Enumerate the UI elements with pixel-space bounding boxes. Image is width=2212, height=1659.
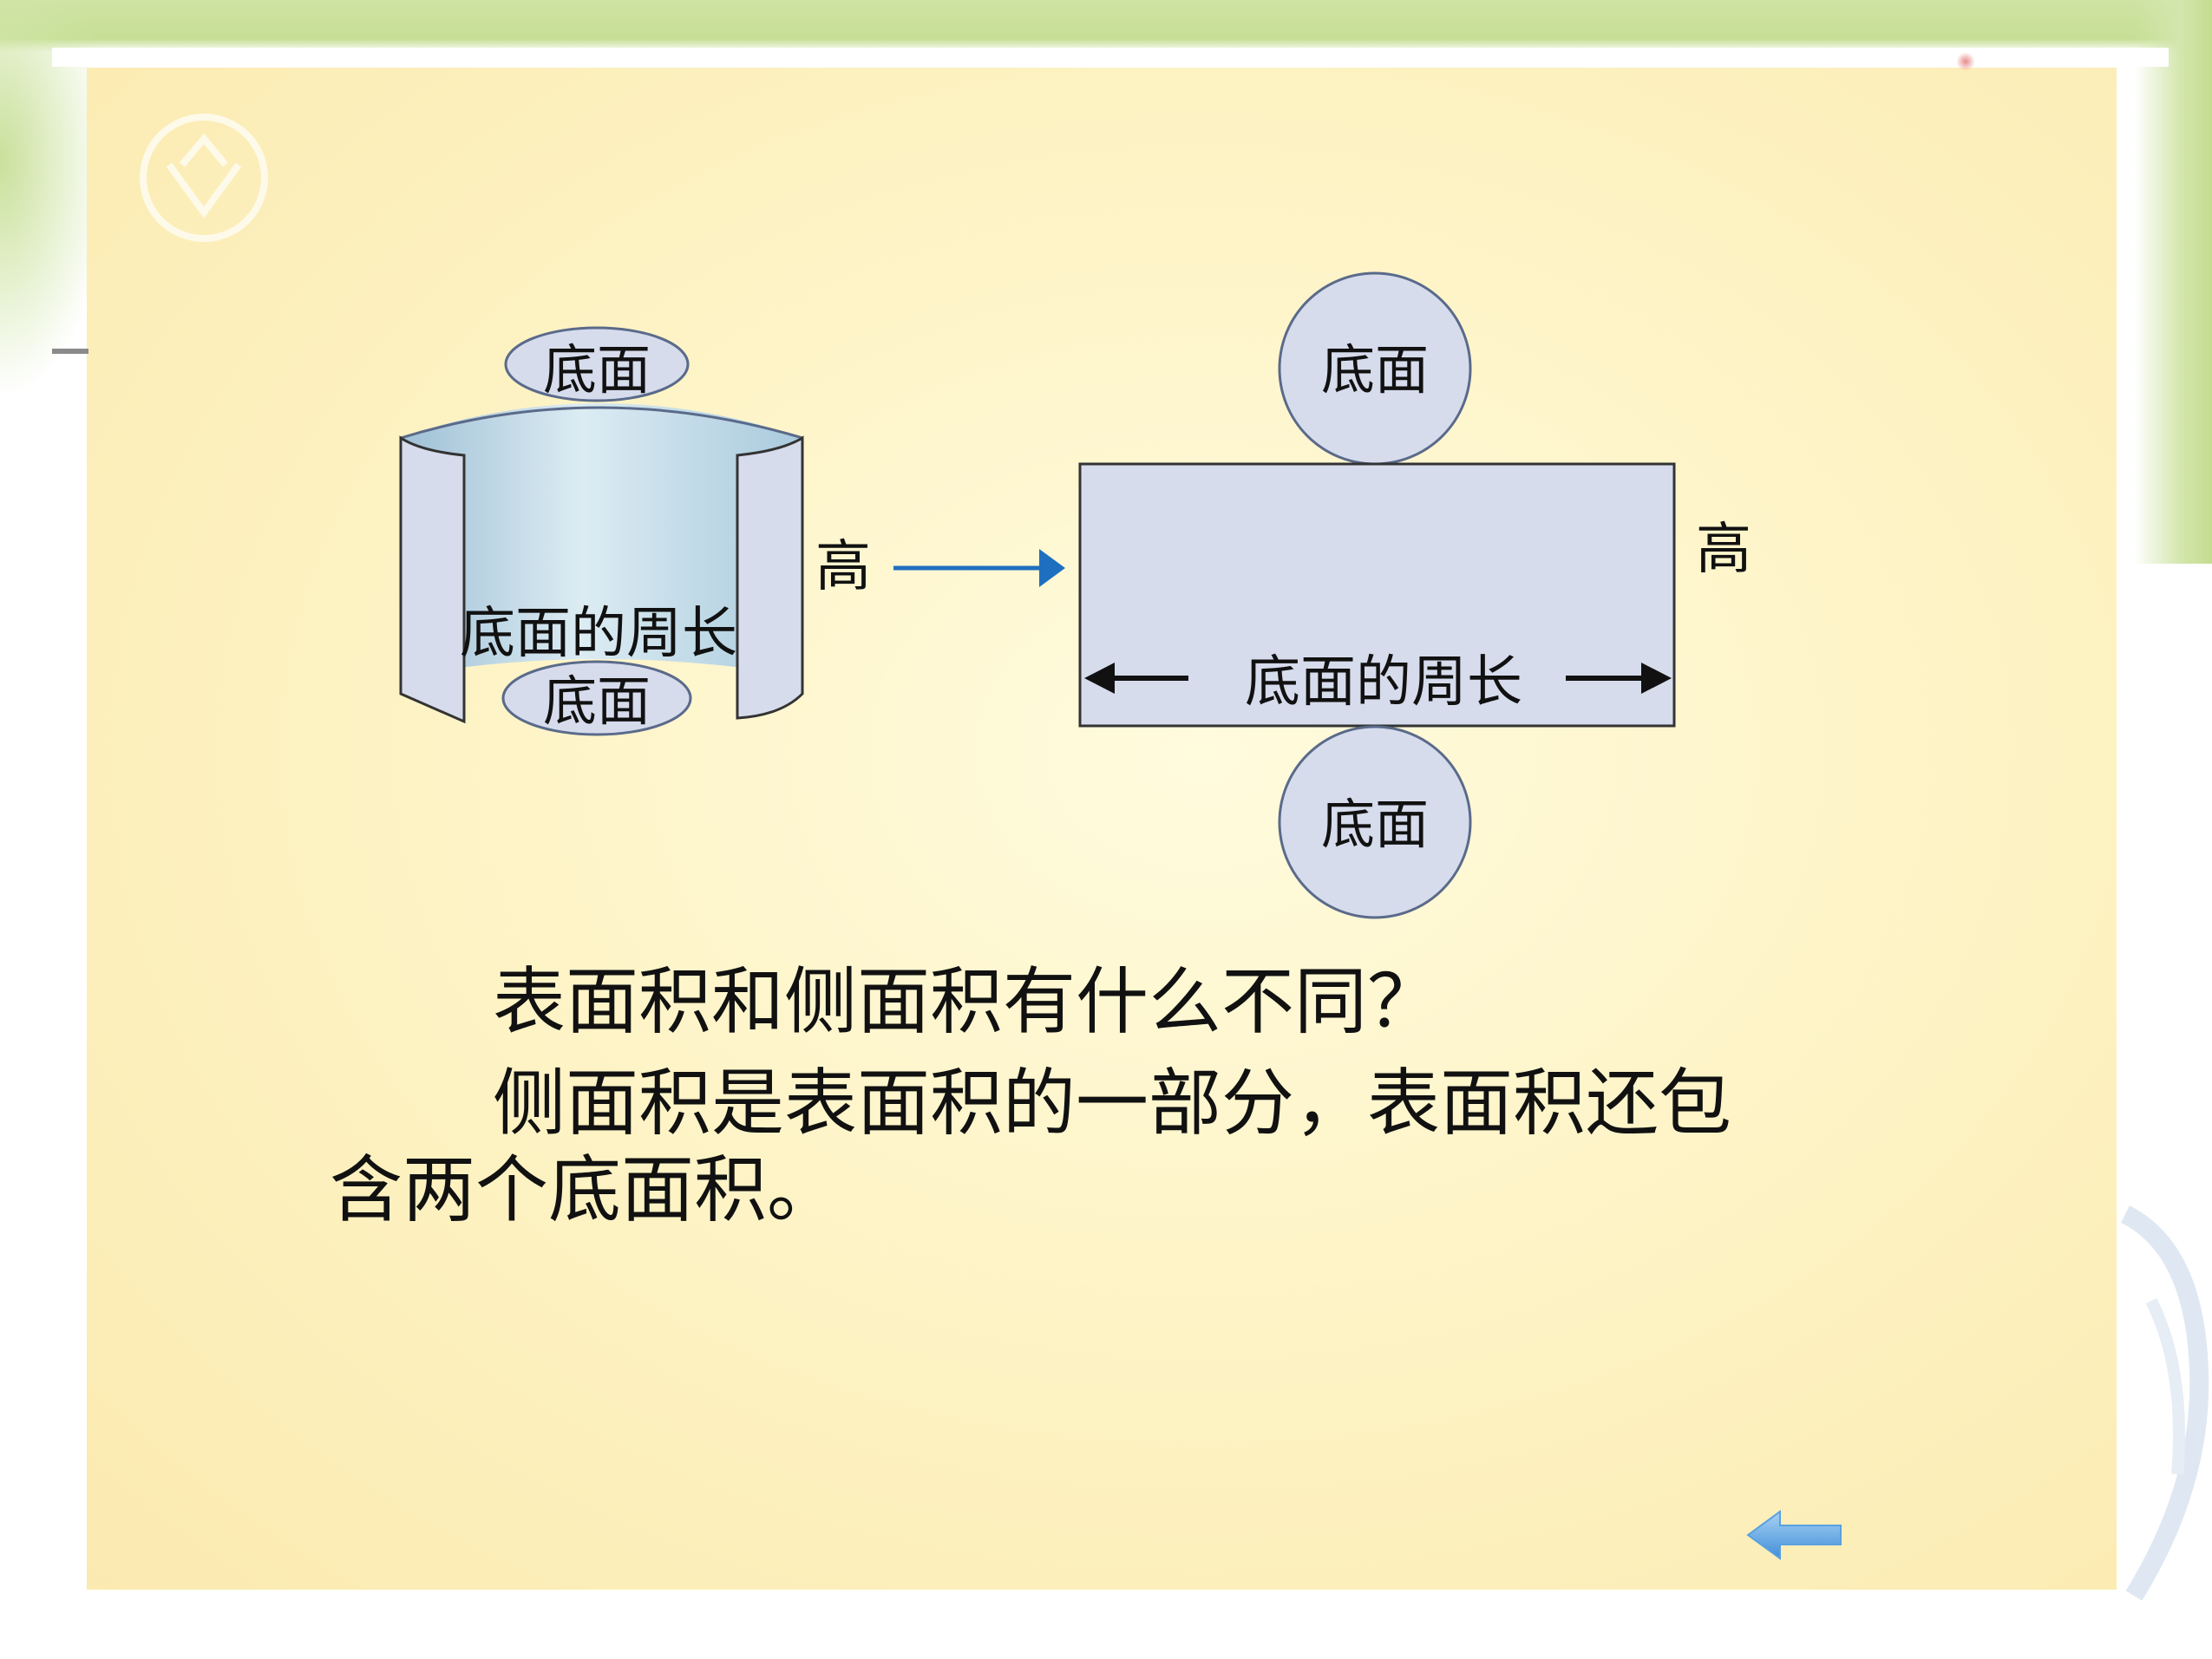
net-height-label: 高 <box>1696 518 1751 582</box>
back-arrow-icon[interactable] <box>1744 1505 1848 1565</box>
logo-watermark-icon <box>140 114 268 242</box>
cylinder-right-flap <box>736 435 804 720</box>
transform-arrow-icon <box>893 549 1065 587</box>
top-white-band <box>52 48 2169 67</box>
left-circumference-label: 底面的周长 <box>460 602 737 666</box>
cylinder-inner-surface <box>401 403 802 676</box>
cylinder-left-flap <box>399 435 466 724</box>
red-dot-decoration <box>1956 52 1975 71</box>
opened-cylinder-figure: 底面 底面的周长 底面 高 <box>399 326 871 736</box>
net-circumference-label: 底面的周长 <box>1245 650 1522 715</box>
cylinder-top-rim <box>400 406 803 440</box>
gray-tick-mark <box>52 349 88 354</box>
right-watermark-decoration <box>2120 1205 2209 1601</box>
left-top-base-label: 底面 <box>543 338 651 402</box>
left-bottom-base-label: 底面 <box>543 669 651 733</box>
answer-text-line1: 侧面积是表面积的一部分，表面积还包 <box>493 1061 1732 1146</box>
left-height-label: 高 <box>815 535 871 599</box>
right-green-decoration <box>2134 0 2212 564</box>
left-top-base-ellipse <box>504 326 690 402</box>
circumference-arrow-right-icon <box>1566 663 1672 694</box>
left-bottom-base-ellipse <box>501 660 692 736</box>
net-bottom-base-label: 底面 <box>1321 793 1429 856</box>
slide-area <box>87 68 2117 1590</box>
net-bottom-base-circle <box>1278 725 1472 919</box>
answer-text-line2: 含两个底面积。 <box>330 1147 841 1232</box>
cylinder-net-figure: 底面 底面的周长 高 底面 <box>1078 271 1751 919</box>
question-text: 表面积和侧面积有什么不同？ <box>493 959 1441 1044</box>
net-top-base-label: 底面 <box>1321 338 1429 402</box>
circumference-arrow-left-icon <box>1084 663 1188 694</box>
